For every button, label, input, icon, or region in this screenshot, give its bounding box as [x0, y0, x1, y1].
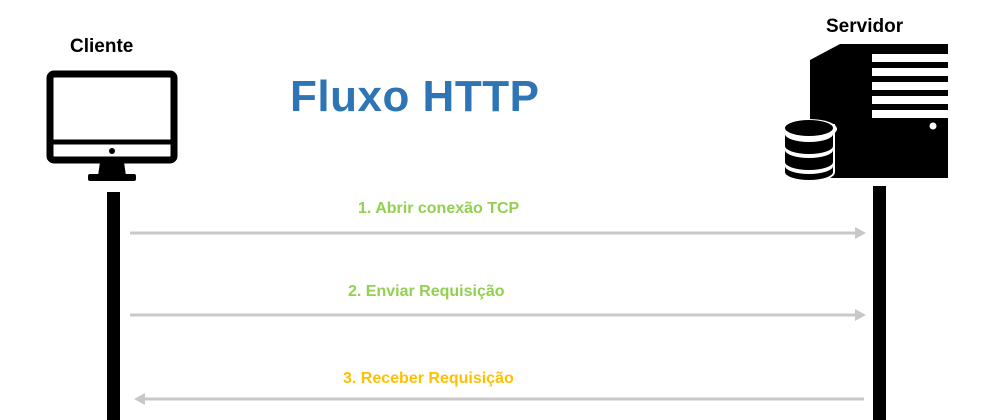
client-label: Cliente [70, 36, 134, 57]
message-label-2: 2. Enviar Requisição [348, 283, 505, 300]
server-label: Servidor [826, 16, 904, 37]
client-lifeline [107, 192, 120, 420]
message-label-1: 1. Abrir conexão TCP [358, 200, 520, 217]
monitor-icon [46, 70, 178, 181]
server-icon [781, 44, 948, 182]
message-arrowhead-3 [134, 393, 145, 405]
message-arrowhead-2 [855, 309, 866, 321]
message-label-3: 3. Receber Requisição [343, 370, 514, 387]
diagram-title: Fluxo HTTP [290, 72, 540, 121]
server-lifeline [873, 186, 886, 420]
message-arrowhead-1 [855, 227, 866, 239]
